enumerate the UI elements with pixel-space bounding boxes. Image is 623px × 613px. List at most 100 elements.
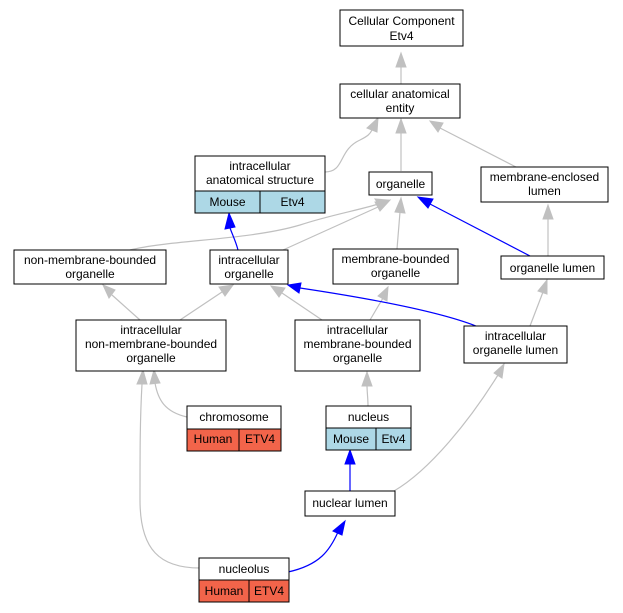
gene-label: Etv4 [280, 195, 304, 209]
edge-io-to-ias[interactable] [229, 227, 239, 251]
node-label-line1: intracellular [485, 329, 546, 343]
arrowhead [286, 282, 302, 294]
edge-mbo-to-organelle [396, 211, 401, 250]
node-box [209, 249, 289, 285]
arrowhead [542, 203, 554, 220]
arrowhead [332, 519, 346, 536]
gene-label: ETV4 [254, 584, 284, 598]
gene-cell-etv4 [238, 428, 282, 452]
node-box [294, 319, 421, 372]
node-intracellular-organelle[interactable]: intracellular organelle [209, 249, 289, 285]
node-intracellular-membrane-bounded-organelle[interactable]: intracellular membrane-bounded organelle [294, 319, 421, 372]
node-nucleolus[interactable]: nucleolus Human ETV4 [198, 557, 290, 603]
edge-iol-to-io[interactable] [299, 287, 477, 327]
node-label-line2: anatomical structure [206, 173, 314, 187]
node-box [13, 249, 167, 285]
edge-io-to-organelle [282, 206, 379, 251]
node-label-line2: non-membrane-bounded [85, 337, 217, 351]
node-organelle[interactable]: organelle [368, 171, 433, 196]
edge-ol-to-organelle[interactable] [429, 203, 531, 257]
edge-nucleolus-to-inmbo [139, 383, 201, 569]
arrowhead [361, 370, 373, 387]
node-label-line2: Etv4 [389, 29, 413, 43]
arrowhead [344, 448, 356, 465]
species-label: Mouse [209, 195, 245, 209]
edge-imbo-to-io [281, 292, 323, 321]
node-box [463, 325, 568, 364]
node-non-membrane-bounded-organelle[interactable]: non-membrane-bounded organelle [13, 249, 167, 285]
arrowhead [224, 211, 236, 230]
node-label-line1: non-membrane-bounded [24, 253, 156, 267]
node-label-line2: organelle [224, 267, 274, 281]
node-nucleus[interactable]: nucleus Mouse Etv4 [325, 405, 412, 451]
edge-iol-to-ol [529, 291, 544, 327]
node-box [75, 319, 227, 372]
arrowhead [428, 120, 444, 133]
arrowhead [136, 368, 148, 385]
node-cellular-anatomical-entity[interactable]: cellular anatomical entity [339, 83, 461, 119]
node-label-line1: membrane-enclosed [490, 170, 599, 184]
node-label-line1: organelle [376, 177, 426, 191]
edge-nmbo-to-organelle [129, 203, 379, 251]
node-box [368, 171, 433, 196]
node-label-line1: intracellular [120, 323, 181, 337]
arrowhead [493, 362, 505, 379]
node-label-line1: cellular anatomical [350, 87, 449, 101]
node-label-line1: organelle lumen [510, 261, 595, 275]
node-label-line1: intracellular [327, 323, 388, 337]
gene-cell-etv4 [375, 427, 412, 451]
node-chromosome[interactable]: chromosome Human ETV4 [186, 405, 282, 452]
node-label-line1: membrane-bounded [341, 252, 449, 266]
node-box [339, 83, 461, 119]
node-box [332, 248, 459, 285]
node-intracellular-non-membrane-bounded-organelle[interactable]: intracellular non-membrane-bounded organ… [75, 319, 227, 372]
node-nuclear-lumen[interactable]: nuclear lumen [304, 490, 396, 517]
arrowhead [149, 368, 161, 385]
node-label-line1: chromosome [199, 410, 269, 424]
arrowhead [102, 284, 116, 299]
node-label-line2: membrane-bounded [303, 337, 411, 351]
node-box [500, 255, 605, 280]
node-label-line3: organelle [333, 351, 383, 365]
node-organelle-lumen[interactable]: organelle lumen [500, 255, 605, 280]
arrowhead [269, 285, 286, 298]
edge-nucleus-to-imbo [366, 384, 369, 407]
arrowhead [394, 196, 406, 214]
node-box [339, 9, 464, 47]
edge-nucleolus-to-nl[interactable] [287, 531, 339, 573]
edge-inmbo-to-nmbo [111, 294, 141, 321]
arrowhead [366, 116, 379, 133]
arrowhead [395, 51, 407, 68]
edge-nl-to-iol [393, 374, 499, 492]
species-label: Mouse [333, 432, 369, 446]
node-label-line2: organelle lumen [473, 343, 558, 357]
arrowhead [395, 117, 407, 134]
edge-inmbo-to-io [179, 291, 223, 321]
edge-ias-to-cae [324, 129, 373, 173]
edge-mel-to-cae [439, 127, 517, 168]
node-label-line2: entity [386, 101, 415, 115]
node-intracellular-organelle-lumen[interactable]: intracellular organelle lumen [463, 325, 568, 364]
node-label-line2: organelle [371, 266, 421, 280]
arrowhead [416, 196, 434, 209]
node-box [304, 490, 396, 517]
gene-cell-etv4 [259, 190, 326, 214]
arrowhead [218, 284, 235, 297]
gene-cell-etv4 [248, 579, 290, 603]
species-label: Human [205, 584, 244, 598]
node-cellular-component[interactable]: Cellular Component Etv4 [339, 9, 464, 47]
node-label-line1: nucleolus [219, 562, 270, 576]
arrowhead [377, 285, 389, 302]
node-label-line1: Cellular Component [348, 14, 455, 28]
gene-label: Etv4 [381, 432, 405, 446]
node-intracellular-anatomical-structure[interactable]: intracellular anatomical structure Mouse… [194, 155, 326, 214]
node-label-line1: intracellular [218, 253, 279, 267]
arrowhead [374, 199, 392, 212]
node-label-line2: organelle [65, 267, 115, 281]
node-box [480, 166, 609, 203]
node-label-line1: nucleus [348, 410, 389, 424]
node-label-line1: intracellular [229, 159, 290, 173]
node-membrane-enclosed-lumen[interactable]: membrane-enclosed lumen [480, 166, 609, 203]
node-membrane-bounded-organelle[interactable]: membrane-bounded organelle [332, 248, 459, 285]
